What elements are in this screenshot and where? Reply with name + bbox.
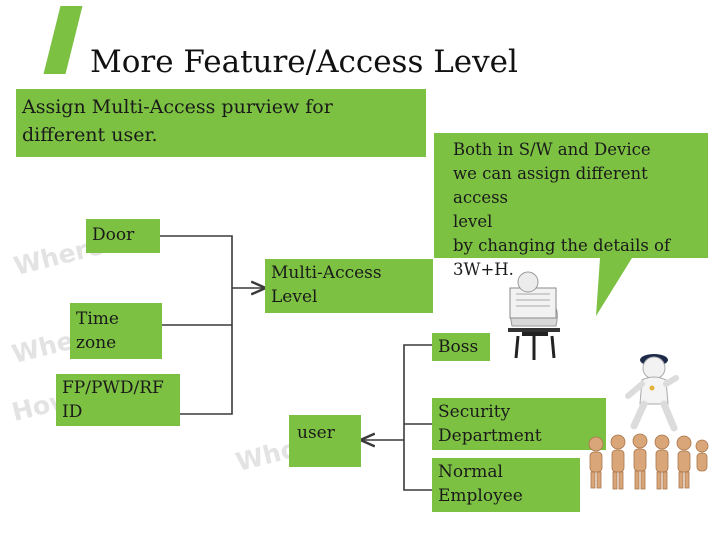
employee-group-icon xyxy=(582,432,710,492)
node-time-zone: Time zone xyxy=(70,303,162,359)
node-security-department: Security Department xyxy=(432,398,606,450)
node-door-label: Door xyxy=(92,225,134,245)
node-time-zone-label: Time zone xyxy=(76,309,119,353)
node-normal-label: Normal Employee xyxy=(438,462,523,506)
node-door: Door xyxy=(86,219,160,253)
node-security-label: Security Department xyxy=(438,402,542,446)
node-normal-employee: Normal Employee xyxy=(432,458,580,512)
node-fp-label: FP/PWD/RF ID xyxy=(62,378,164,422)
node-boss-label: Boss xyxy=(438,337,478,357)
node-multi-access-level: Multi-Access Level xyxy=(265,259,433,313)
node-user: user xyxy=(289,415,361,467)
node-fp-pwd-rf-id: FP/PWD/RF ID xyxy=(56,374,180,426)
reading-man-icon xyxy=(494,268,574,364)
node-boss: Boss xyxy=(432,333,490,361)
node-multi-access-label: Multi-Access Level xyxy=(271,263,382,307)
node-user-label: user xyxy=(297,423,335,443)
security-guard-icon xyxy=(618,350,688,434)
